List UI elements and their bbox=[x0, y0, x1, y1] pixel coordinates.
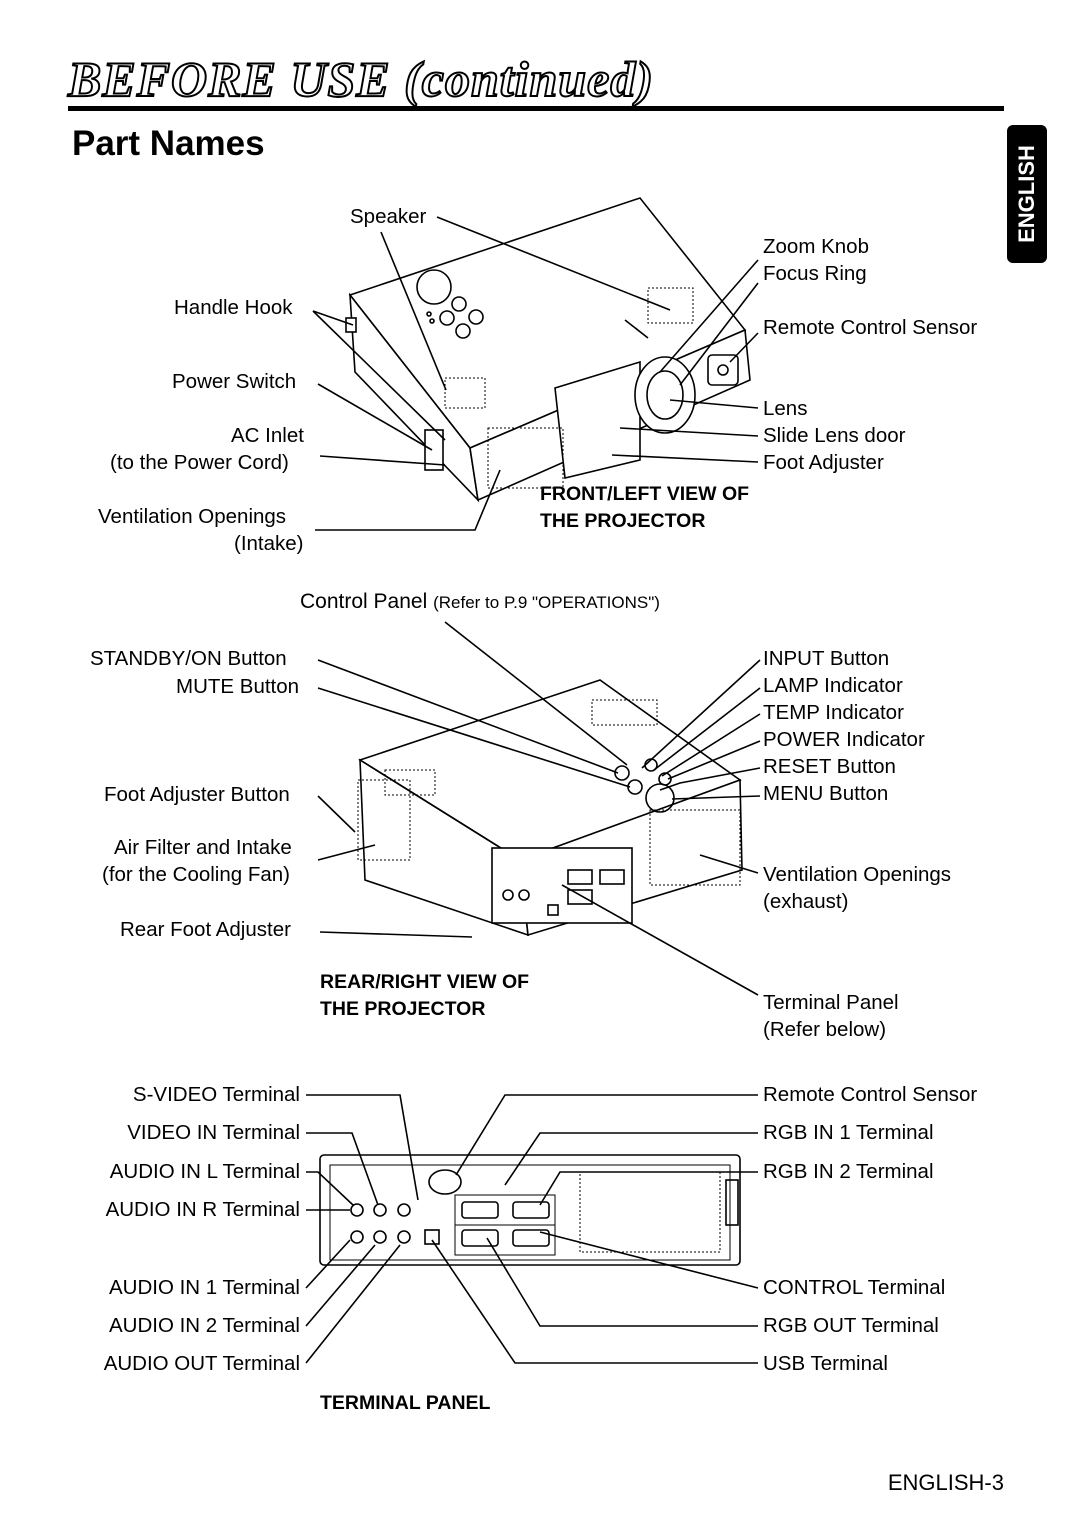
label-lamp-indicator: LAMP Indicator bbox=[763, 674, 903, 697]
label-focus-ring: Focus Ring bbox=[763, 262, 867, 285]
label-rear-foot-adjuster: Rear Foot Adjuster bbox=[120, 918, 291, 941]
label-ac-inlet-note: (to the Power Cord) bbox=[110, 451, 289, 474]
label-audio-in-r: AUDIO IN R Terminal bbox=[105, 1198, 300, 1221]
label-ventilation-intake: Ventilation Openings bbox=[98, 505, 287, 528]
label-lens: Lens bbox=[763, 397, 808, 420]
label-s-video: S-VIDEO Terminal bbox=[132, 1083, 300, 1106]
label-ac-inlet: AC Inlet bbox=[231, 424, 304, 447]
label-ventilation-intake-note: (Intake) bbox=[234, 532, 304, 555]
caption-front-view-1: FRONT/LEFT VIEW OF bbox=[540, 483, 750, 505]
label-power-indicator: POWER Indicator bbox=[763, 728, 925, 751]
label-air-filter-note: (for the Cooling Fan) bbox=[102, 863, 291, 886]
label-foot-adjuster-button: Foot Adjuster Button bbox=[104, 783, 290, 806]
label-ventilation-exhaust-note: (exhaust) bbox=[763, 890, 849, 913]
caption-front-view-2: THE PROJECTOR bbox=[540, 510, 706, 532]
label-reset-button: RESET Button bbox=[763, 755, 896, 778]
label-input-button: INPUT Button bbox=[763, 647, 890, 670]
label-rgb-in-2: RGB IN 2 Terminal bbox=[763, 1160, 934, 1183]
label-remote-sensor-panel: Remote Control Sensor bbox=[763, 1083, 978, 1106]
caption-rear-view-2: THE PROJECTOR bbox=[320, 998, 486, 1020]
label-foot-adjuster: Foot Adjuster bbox=[763, 451, 884, 474]
terminal-panel-callouts bbox=[305, 1094, 759, 1364]
label-audio-out: AUDIO OUT Terminal bbox=[103, 1352, 300, 1375]
label-standby-button: STANDBY/ON Button bbox=[90, 647, 287, 670]
control-panel-ref: (Refer to P.9 "OPERATIONS") bbox=[433, 593, 660, 612]
label-temp-indicator: TEMP Indicator bbox=[763, 701, 904, 724]
label-rgb-out: RGB OUT Terminal bbox=[763, 1314, 939, 1337]
label-zoom-knob: Zoom Knob bbox=[763, 235, 869, 258]
front-view-projector-drawing bbox=[345, 197, 751, 503]
running-header: BEFORE USE (continued) bbox=[67, 50, 655, 108]
control-panel-heading: Control Panel (Refer to P.9 "OPERATIONS"… bbox=[300, 590, 660, 614]
label-speaker: Speaker bbox=[350, 205, 427, 228]
rear-view-callouts bbox=[317, 621, 761, 996]
label-handle-hook: Handle Hook bbox=[174, 296, 293, 319]
label-slide-lens-door: Slide Lens door bbox=[763, 424, 906, 447]
front-view-callouts bbox=[312, 216, 759, 531]
language-tab: ENGLISH bbox=[1007, 125, 1047, 263]
header-rule bbox=[68, 106, 1004, 111]
label-terminal-panel-note: (Refer below) bbox=[763, 1018, 887, 1041]
label-terminal-panel: Terminal Panel bbox=[763, 991, 899, 1014]
label-control-terminal: CONTROL Terminal bbox=[763, 1276, 946, 1299]
label-air-filter: Air Filter and Intake bbox=[114, 836, 292, 859]
label-menu-button: MENU Button bbox=[763, 782, 889, 805]
label-audio-in-l: AUDIO IN L Terminal bbox=[109, 1160, 300, 1183]
label-remote-sensor-front: Remote Control Sensor bbox=[763, 316, 978, 339]
caption-rear-view-1: REAR/RIGHT VIEW OF bbox=[320, 971, 530, 993]
label-audio-in-1: AUDIO IN 1 Terminal bbox=[108, 1276, 300, 1299]
label-ventilation-exhaust: Ventilation Openings bbox=[763, 863, 952, 886]
label-rgb-in-1: RGB IN 1 Terminal bbox=[763, 1121, 934, 1144]
terminal-panel-drawing bbox=[319, 1154, 741, 1266]
label-power-switch: Power Switch bbox=[172, 370, 297, 393]
control-panel-label: Control Panel bbox=[300, 590, 428, 613]
caption-terminal-panel: TERMINAL PANEL bbox=[320, 1392, 491, 1414]
label-mute-button: MUTE Button bbox=[176, 675, 300, 698]
page-number: ENGLISH-3 bbox=[887, 1470, 1004, 1495]
label-usb-terminal: USB Terminal bbox=[763, 1352, 888, 1375]
label-audio-in-2: AUDIO IN 2 Terminal bbox=[108, 1314, 300, 1337]
label-video-in: VIDEO IN Terminal bbox=[127, 1121, 300, 1144]
section-title: Part Names bbox=[72, 124, 265, 163]
